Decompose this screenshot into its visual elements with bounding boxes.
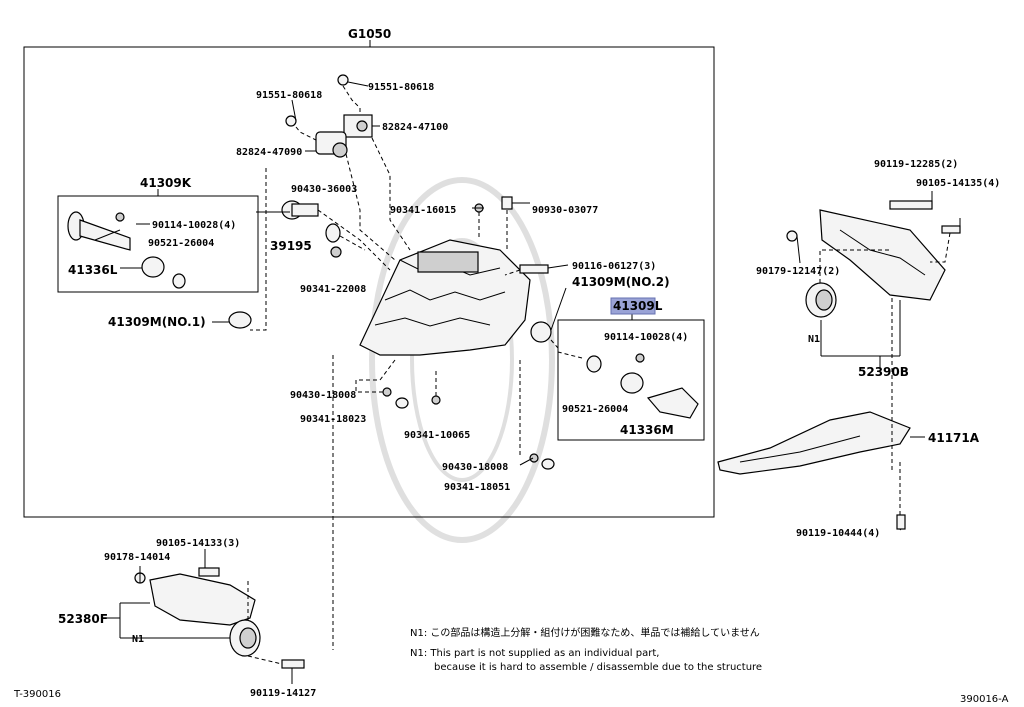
label-90930-03077: 90930-03077: [532, 205, 598, 216]
label-n1-a: N1: [808, 334, 820, 345]
breather-90930-03077[interactable]: [501, 196, 513, 210]
seal-41336M[interactable]: [620, 372, 644, 394]
seal-41309M-no2[interactable]: [530, 321, 552, 343]
subbox-41309L: [557, 319, 705, 441]
seal-90430-36003[interactable]: [325, 223, 341, 243]
label-90341-22008: 90341-22008: [300, 284, 366, 295]
shaft-39195[interactable]: [281, 200, 319, 220]
label-90114-10028-b: 90114-10028(4): [604, 332, 688, 343]
flange-41309L[interactable]: [646, 387, 699, 419]
label-90179-12147: 90179-12147(2): [756, 266, 840, 277]
ring-90521-26004-a[interactable]: [172, 273, 186, 289]
label-90430-18008-a: 90430-18008: [290, 390, 356, 401]
label-41309L[interactable]: 41309L: [613, 299, 663, 313]
footer-left-code: T-390016: [13, 689, 61, 700]
crossmember-41171A[interactable]: [717, 411, 911, 475]
bracket-52380F[interactable]: [149, 573, 261, 657]
label-41336M: 41336M: [620, 423, 674, 437]
label-82824-47090: 82824-47090: [236, 147, 302, 158]
seal-41309M-no1[interactable]: [228, 311, 252, 329]
bolt-90119-10444[interactable]: [896, 514, 906, 530]
plug-90341-10065[interactable]: [431, 395, 441, 405]
transfer-case-housing[interactable]: [359, 239, 531, 356]
bolt-91551-b[interactable]: [285, 115, 297, 127]
plug-90341-22008[interactable]: [330, 246, 342, 258]
label-90430-18008-b: 90430-18008: [442, 462, 508, 473]
sensor-82824-47100[interactable]: [343, 114, 373, 138]
plug-90341-18023[interactable]: [395, 397, 409, 409]
label-n1-b: N1: [132, 634, 144, 645]
stud-90116-06127[interactable]: [519, 264, 549, 274]
footer-right-code: 390016-A: [960, 694, 1009, 705]
label-90105-14133: 90105-14133(3): [156, 538, 240, 549]
label-41171A: 41171A: [928, 431, 980, 445]
label-90521-26004-b: 90521-26004: [562, 404, 628, 415]
label-90430-36003: 90430-36003: [291, 184, 357, 195]
highlight-41309L[interactable]: [610, 297, 656, 315]
label-90178-14014: 90178-14014: [104, 552, 170, 563]
group-label: G1050: [348, 27, 391, 41]
label-90521-26004-a: 90521-26004: [148, 238, 214, 249]
label-52390B: 52390B: [858, 365, 909, 379]
label-90116-06127: 90116-06127(3): [572, 261, 656, 272]
bracket-52390B[interactable]: [805, 209, 946, 318]
nut-90114-10028-b[interactable]: [635, 353, 645, 363]
nut-90114-10028-a[interactable]: [115, 212, 125, 222]
label-41309K: 41309K: [140, 176, 192, 190]
ring-90521-26004-b[interactable]: [586, 355, 602, 373]
label-91551-80618-b: 91551-80618: [256, 90, 322, 101]
label-90105-14135: 90105-14135(4): [916, 178, 1000, 189]
label-90114-10028-a: 90114-10028(4): [152, 220, 236, 231]
label-90341-16015: 90341-16015: [390, 205, 456, 216]
plug-90341-18051[interactable]: [541, 458, 555, 470]
seal-41336L[interactable]: [141, 256, 165, 278]
bolt-90119-12285[interactable]: [889, 200, 933, 210]
label-90119-14127: 90119-14127: [250, 688, 316, 699]
label-90119-10444: 90119-10444(4): [796, 528, 880, 539]
sensor-82824-47090[interactable]: [315, 131, 348, 158]
seal-90430-18008-a[interactable]: [382, 387, 392, 397]
label-41309M-no2: 41309M(NO.2): [572, 275, 670, 289]
label-41336L: 41336L: [68, 263, 118, 277]
note-jp: N1: この部品は構造上分解・組付けが困難なため、単品では補給していません: [410, 626, 760, 639]
note-en-line2: because it is hard to assemble / disasse…: [434, 662, 762, 673]
bolt-90105-14135[interactable]: [941, 225, 961, 234]
nut-90179-12147[interactable]: [786, 230, 798, 242]
label-90341-18023: 90341-18023: [300, 414, 366, 425]
label-91551-80618-a: 91551-80618: [368, 82, 434, 93]
label-39195: 39195: [270, 239, 312, 253]
label-52380F: 52380F: [58, 612, 108, 626]
bolt-90105-14133[interactable]: [198, 567, 220, 577]
label-41309M-no1: 41309M(NO.1): [108, 315, 206, 329]
seal-90430-18008-b[interactable]: [529, 453, 539, 463]
bolt-90119-14127[interactable]: [281, 659, 305, 669]
watermark-logo: [369, 177, 555, 543]
label-90119-12285: 90119-12285(2): [874, 159, 958, 170]
flange-41309K[interactable]: [67, 211, 131, 251]
leader-lines: [94, 81, 961, 684]
label-90341-10065: 90341-10065: [404, 430, 470, 441]
label-82824-47100: 82824-47100: [382, 122, 448, 133]
note-en-line1: N1: This part is not supplied as an indi…: [410, 648, 659, 659]
label-90341-18051: 90341-18051: [444, 482, 510, 493]
bolt-91551-a[interactable]: [337, 74, 349, 86]
group-box-g1050: [23, 46, 715, 518]
